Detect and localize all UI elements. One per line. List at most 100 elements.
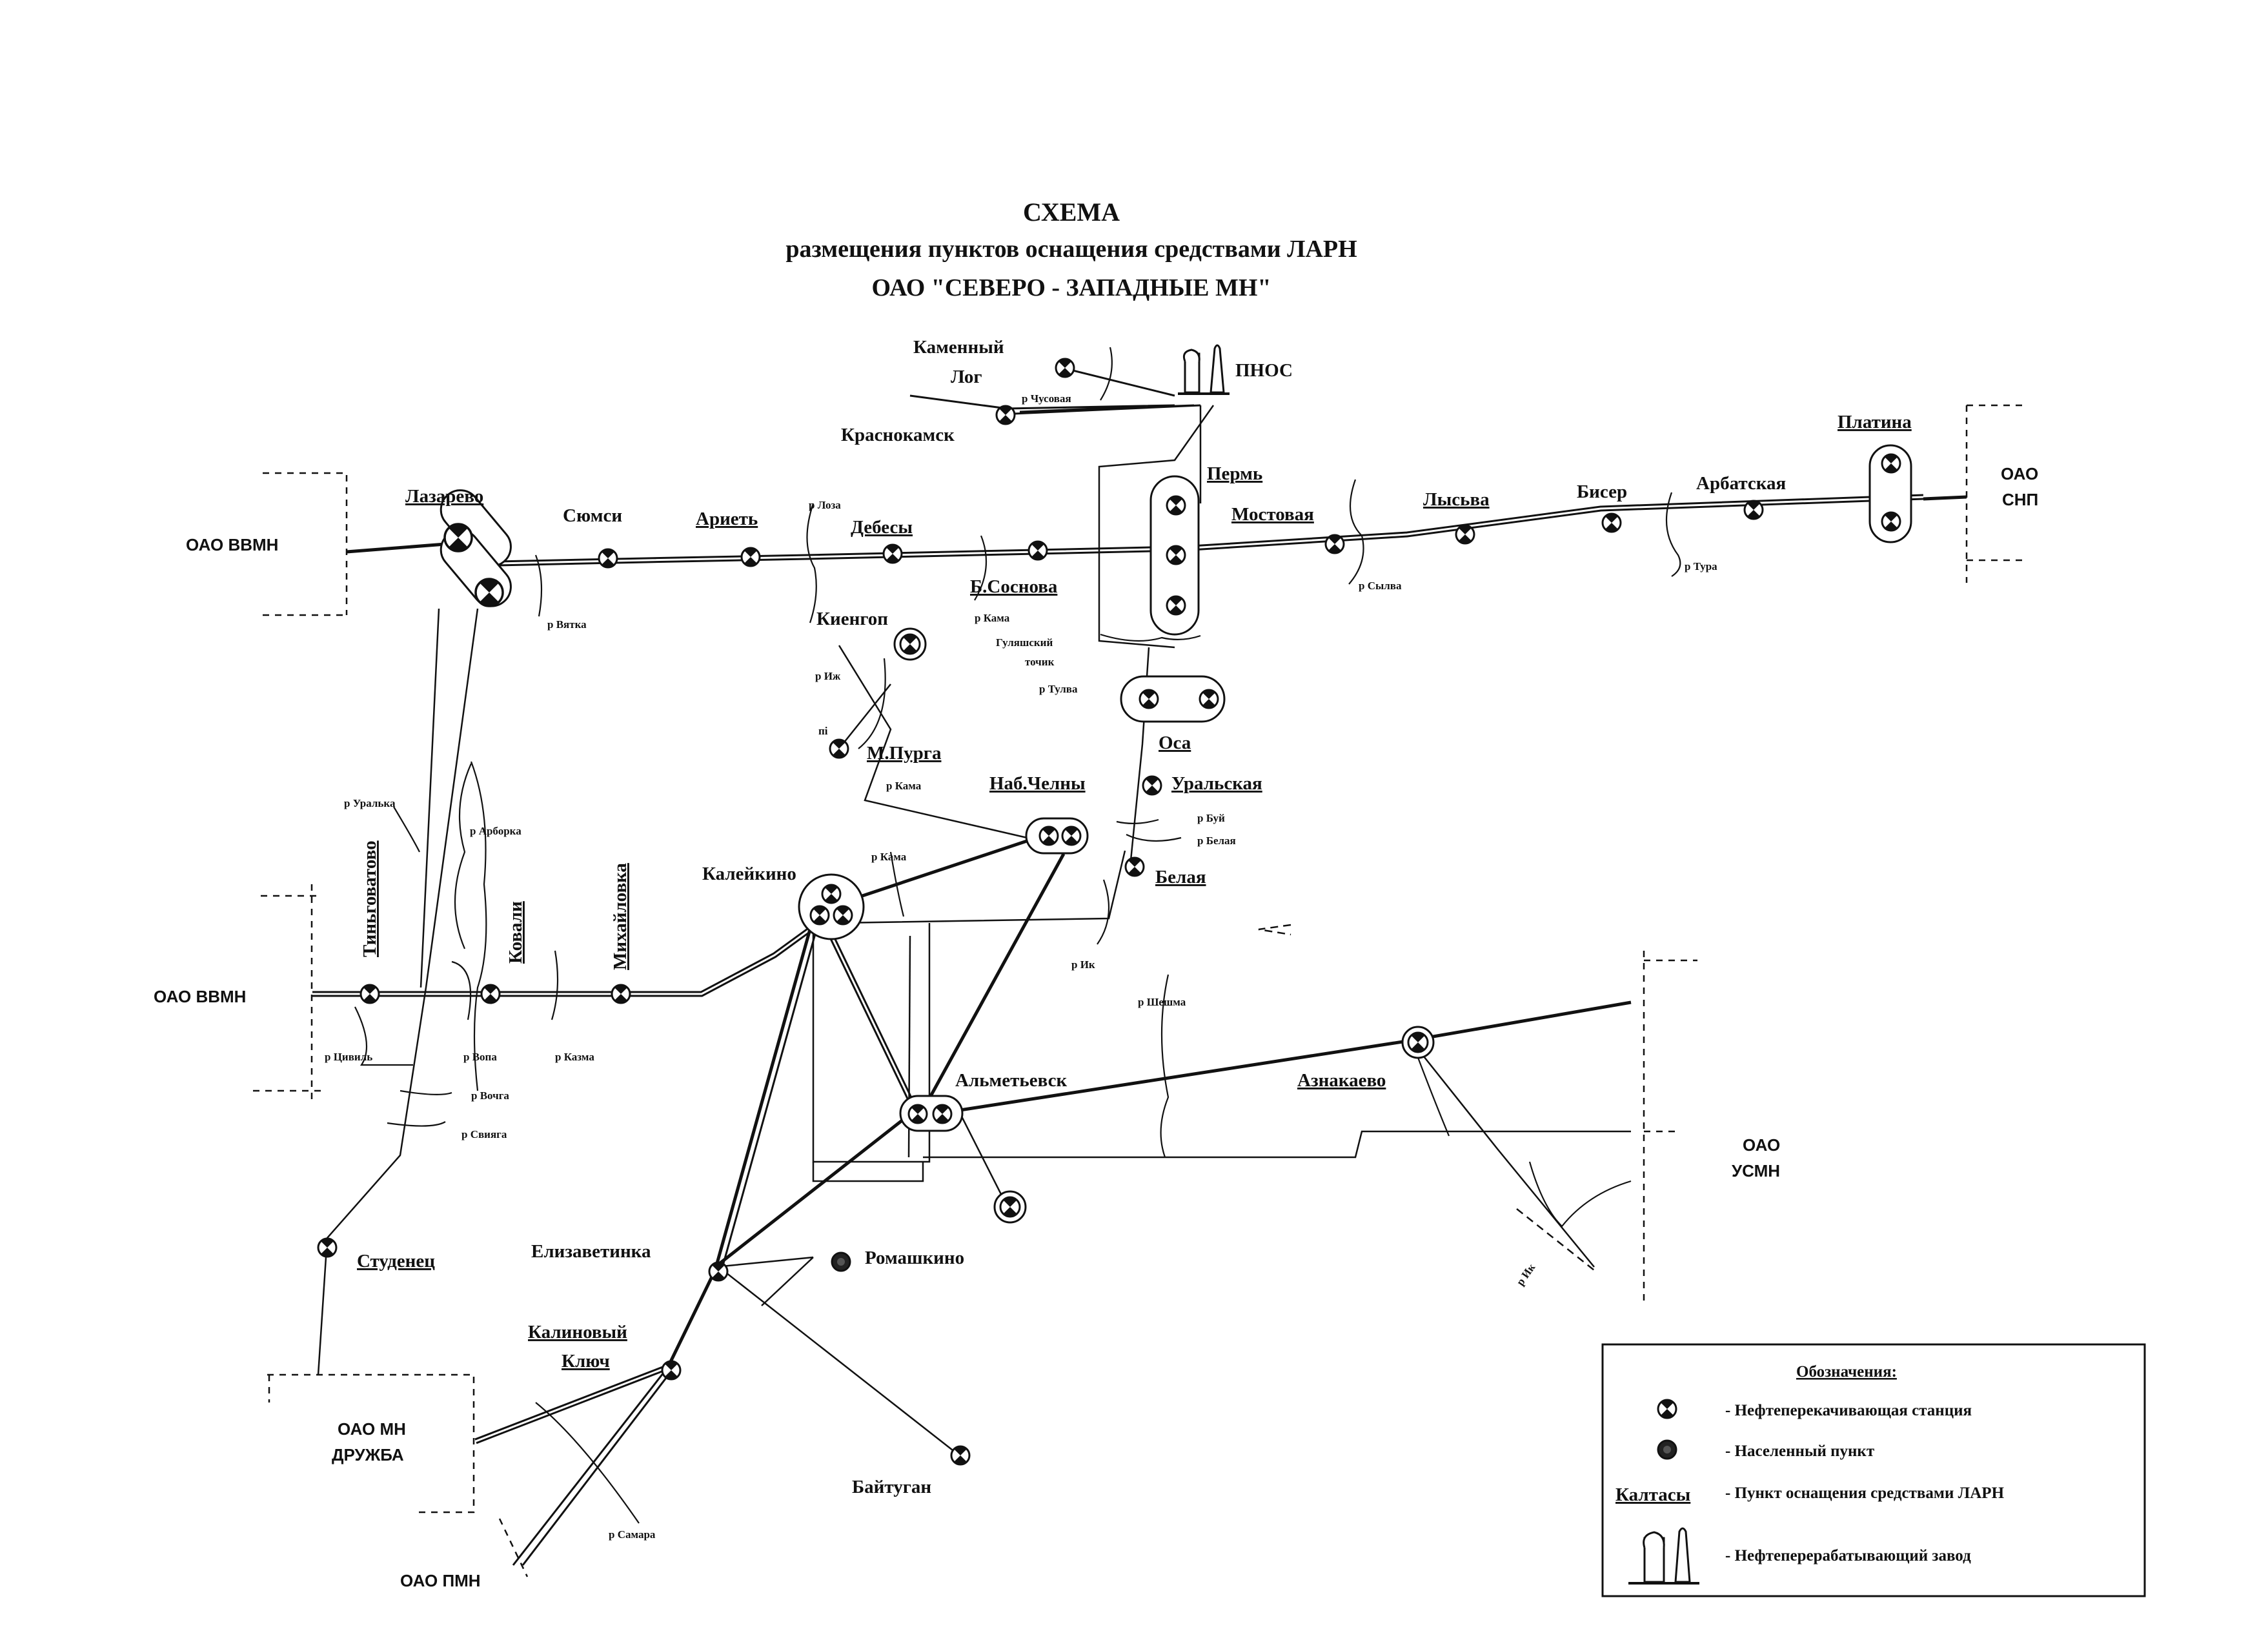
- river-label-kama-1: р Кама: [975, 612, 1010, 624]
- station-perm-2: [1166, 545, 1186, 565]
- river-label-vopa: р Вопа: [463, 1051, 497, 1063]
- station-kaleikino-3: [833, 905, 853, 926]
- river-label-tulva: р Тулва: [1039, 683, 1078, 695]
- label-kiengop: Киенгоп: [816, 609, 888, 629]
- station-nab-chelny-1: [1038, 826, 1059, 846]
- org-druzhba-1: ОАО МН: [338, 1419, 406, 1439]
- label-syumsi: Сюмси: [563, 505, 622, 526]
- org-snp-2: СНП: [2002, 490, 2038, 509]
- label-tinkgovatovo: Тиньговатово: [359, 840, 380, 957]
- legend-settlement-text: - Населенный пункт: [1725, 1443, 1874, 1460]
- river-labels: р Вятка р Лоза р Кама р Сылва р Тура р Ч…: [325, 392, 1717, 1541]
- river-label-ik-2: р Ик: [1514, 1261, 1538, 1288]
- label-m-purga: М.Пурга: [867, 743, 942, 764]
- river-label-kama-2: р Кама: [886, 780, 922, 792]
- legend-settlement-icon: [1657, 1439, 1677, 1460]
- station-osa-2: [1199, 689, 1219, 709]
- river-label-uralka: р Уралька: [344, 797, 396, 809]
- station-perm-3: [1166, 595, 1186, 616]
- label-almetevsk: Альметьевск: [955, 1070, 1068, 1091]
- legend-example-label: Калтасы: [1615, 1484, 1690, 1505]
- river-label-kama-3: р Кама: [871, 851, 907, 863]
- label-elizavetinka: Елизаветинка: [531, 1241, 651, 1262]
- station-kamenny-log: [1055, 358, 1075, 378]
- station-elizavetinka: [708, 1261, 729, 1282]
- river-label-izh: р Иж: [815, 670, 841, 682]
- station-perm-1: [1166, 495, 1186, 516]
- station-osa-1: [1139, 689, 1159, 709]
- river-label-samara: р Самара: [609, 1528, 656, 1541]
- org-vvmn-top: ОАО ВВМН: [186, 535, 278, 554]
- label-lysva: Лысьва: [1423, 489, 1490, 510]
- scheme-title-line2: размещения пунктов оснащения средствами …: [785, 236, 1357, 263]
- label-pnos: ПНОС: [1235, 360, 1293, 381]
- main-pipelines: [312, 365, 1967, 1566]
- station-lysva: [1455, 524, 1475, 545]
- label-belaya: Белая: [1155, 867, 1206, 887]
- legend-title: Обозначения:: [1796, 1363, 1897, 1381]
- station-almetevsk-2: [932, 1104, 953, 1124]
- station-b-sosnova: [1028, 540, 1048, 561]
- label-mikhailovka: Михайловка: [610, 863, 631, 970]
- label-lazarevo: Лазарево: [405, 486, 483, 507]
- station-syumsi: [598, 548, 618, 569]
- river-label-sviyaga: р Свияга: [461, 1128, 507, 1140]
- org-labels: ОАО ВВМН ОАО ВВМН ОАО СНП ОАО УСМН ОАО М…: [154, 464, 2038, 1590]
- label-nab-chelny: Наб.Челны: [989, 773, 1086, 794]
- legend-pump-icon: [1657, 1399, 1677, 1419]
- label-uralskaya: Уральская: [1171, 773, 1262, 794]
- station-kalinovy-kluch: [661, 1360, 682, 1381]
- station-baytugan: [950, 1445, 971, 1466]
- station-krasnokamsk: [995, 405, 1016, 425]
- station-uralskaya: [1142, 775, 1162, 796]
- station-biser: [1601, 512, 1622, 533]
- station-nab-chelny-2: [1061, 826, 1082, 846]
- label-debesy: Дебесы: [851, 517, 913, 538]
- station-kaleikino-2: [809, 905, 830, 926]
- river-label-ik: р Ик: [1071, 958, 1095, 971]
- station-kaleikino-1: [821, 884, 842, 904]
- legend-pump-text: - Нефтеперекачивающая станция: [1725, 1402, 1972, 1419]
- station-studenets: [317, 1237, 338, 1258]
- org-usmn-1: ОАО: [1743, 1135, 1780, 1155]
- legend-larn-text: - Пункт оснащения средствами ЛАРН: [1725, 1484, 2005, 1502]
- scheme-title-line3: ОАО "СЕВЕРО - ЗАПАДНЫЕ МН": [872, 274, 1271, 301]
- station-asnakaevo: [1401, 1026, 1435, 1059]
- label-kaleikino: Калейкино: [702, 864, 796, 884]
- river-label-buy: р Буй: [1197, 812, 1225, 824]
- river-label-chusovaya: р Чусовая: [1022, 392, 1071, 405]
- label-platina: Платина: [1838, 412, 1912, 432]
- river-label-mi: пі: [818, 725, 828, 737]
- label-biser: Бисер: [1577, 481, 1627, 502]
- river-label-loza: р Лоза: [809, 499, 841, 511]
- place-labels: Каменный Лог ПНОС Краснокамск Платина Ла…: [357, 337, 1912, 1497]
- label-baytugan: Байтуган: [852, 1477, 931, 1497]
- refinery-pnos-icon: [1178, 344, 1230, 395]
- legend-refinery-icon: [1628, 1527, 1699, 1585]
- station-lazarevo-2: [474, 578, 504, 607]
- label-kamenny-log-2: Лог: [951, 367, 982, 387]
- rivers: [354, 347, 1681, 1524]
- river-label-belaya: р Белая: [1197, 835, 1236, 847]
- label-osa: Оса: [1159, 733, 1191, 753]
- station-mikhailovka: [611, 984, 631, 1004]
- station-kiengop: [893, 627, 927, 661]
- station-mostovaya: [1324, 534, 1345, 554]
- river-label-vyatka: р Вятка: [547, 618, 587, 631]
- river-label-tura: р Тура: [1685, 560, 1717, 572]
- org-snp-1: ОАО: [2001, 464, 2038, 483]
- station-platina-1: [1881, 453, 1901, 474]
- river-label-sylva: р Сылва: [1359, 580, 1402, 592]
- label-krasnokamsk: Краснокамск: [841, 425, 955, 445]
- station-debesy: [882, 543, 903, 564]
- label-kovali: Ковали: [505, 901, 526, 964]
- station-almetevsk-1: [907, 1104, 928, 1124]
- label-asnakaevo: Азнакаево: [1297, 1070, 1386, 1091]
- legend: Обозначения: - Нефтеперекачивающая станц…: [1601, 1343, 2146, 1597]
- station-lazarevo-1: [443, 523, 473, 552]
- label-arget: Ариеть: [696, 509, 758, 529]
- station-kovali: [480, 984, 501, 1004]
- settlement-romashkino: [831, 1251, 851, 1272]
- river-label-sheshma: р Шешма: [1138, 996, 1186, 1008]
